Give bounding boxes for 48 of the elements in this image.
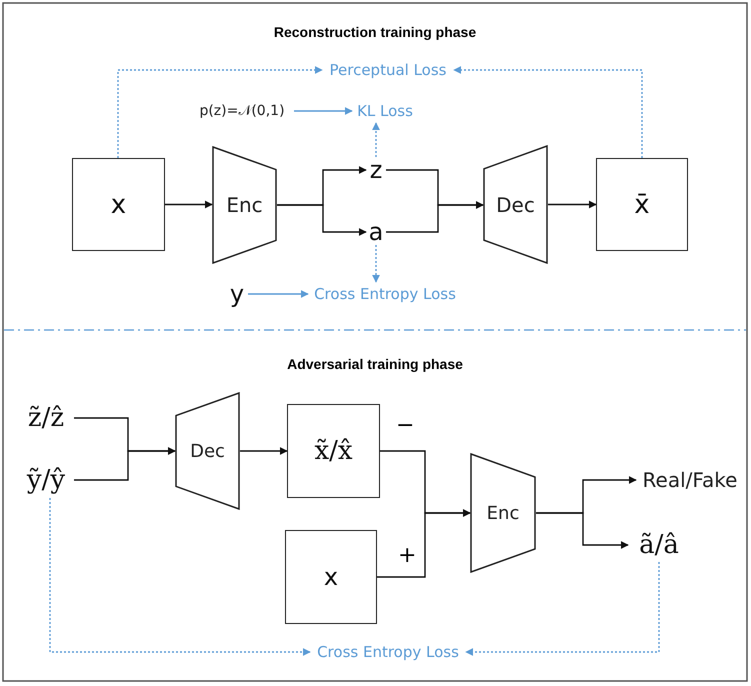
block-box bbox=[72, 158, 165, 251]
arrow bbox=[240, 447, 288, 455]
node-text: x bbox=[110, 190, 126, 220]
node-text: x̄ bbox=[634, 190, 650, 220]
node-label: ỹ/ŷ bbox=[18, 462, 74, 498]
arrow bbox=[372, 122, 380, 157]
encoder-trapezoid bbox=[212, 146, 277, 264]
block-box bbox=[285, 530, 377, 624]
decoder-trapezoid bbox=[175, 392, 240, 510]
section-title: Adversarial training phase bbox=[287, 356, 463, 372]
minus-sign: − bbox=[396, 415, 414, 437]
node-text: x bbox=[324, 563, 338, 591]
node-text: Dec bbox=[190, 440, 225, 462]
encoder-trapezoid bbox=[470, 453, 536, 573]
node-label: Cross Entropy Loss bbox=[310, 640, 466, 664]
node-label: Perceptual Loss bbox=[322, 58, 454, 82]
arrow bbox=[465, 562, 660, 656]
arrow bbox=[49, 498, 311, 656]
node-label: Cross Entropy Loss bbox=[308, 282, 462, 306]
arrow bbox=[377, 509, 471, 578]
node-label: ã/â bbox=[628, 528, 690, 562]
node-label: y bbox=[226, 280, 248, 308]
arrow bbox=[294, 107, 353, 115]
section-title: Reconstruction training phase bbox=[274, 24, 476, 40]
arrow bbox=[548, 200, 597, 208]
node-label: KL Loss bbox=[352, 99, 418, 123]
node-label: p(z)=𝒩(0,1) bbox=[190, 99, 294, 123]
arrow bbox=[536, 512, 629, 549]
arrow bbox=[117, 66, 323, 158]
arrow bbox=[386, 201, 484, 233]
node-label: z bbox=[366, 157, 386, 183]
arrow bbox=[165, 200, 213, 208]
node-text: Enc bbox=[486, 502, 520, 524]
plus-sign: + bbox=[398, 545, 416, 567]
block-box bbox=[287, 404, 380, 498]
node-label: z̃/ẑ bbox=[18, 400, 74, 436]
arrow bbox=[277, 204, 367, 236]
block-box bbox=[596, 158, 688, 251]
node-label: Real/Fake bbox=[636, 466, 744, 494]
node-label: a bbox=[366, 219, 386, 245]
arrow bbox=[453, 66, 643, 158]
decoder-trapezoid bbox=[483, 145, 548, 264]
arrow bbox=[372, 245, 380, 283]
node-text: Dec bbox=[496, 192, 535, 216]
arrow bbox=[248, 290, 309, 298]
arrow bbox=[74, 447, 176, 481]
node-text: Enc bbox=[226, 193, 263, 217]
node-text: x̃/x̂ bbox=[314, 436, 353, 466]
